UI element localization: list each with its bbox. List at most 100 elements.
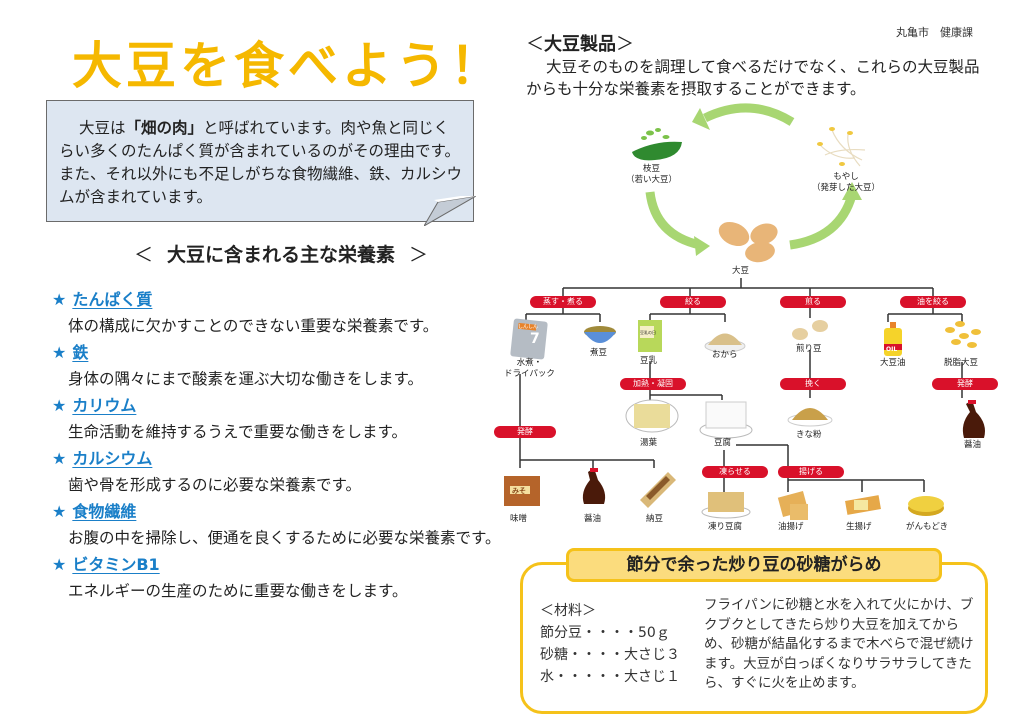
ingredient-name: 水 — [540, 669, 554, 685]
nutrient-name: ビタミンB1 — [72, 555, 160, 574]
roasted-beans-icon — [792, 320, 828, 340]
intro-highlight: 「畑の肉」 — [125, 119, 204, 137]
nutrient-name: カリウム — [72, 396, 137, 415]
ingredient-name: 節分豆 — [540, 625, 582, 641]
soybeans-icon — [718, 221, 778, 263]
products-heading: ＜大豆製品＞ — [526, 30, 634, 56]
arrow-edamame-to-soybean — [645, 191, 702, 250]
arrowhead-icon — [694, 236, 710, 256]
moyashi-label: もやし（発芽した大豆） — [812, 172, 880, 194]
nutrient-name: カルシウム — [72, 449, 153, 468]
dry-pack-number: 7 — [530, 331, 540, 347]
kinako-label: きな粉 — [796, 430, 822, 440]
ingredient-dots: ・・・・ — [582, 625, 638, 641]
nimame-label: 煮豆 — [590, 348, 608, 358]
moyashi-note: （発芽した大豆） — [812, 183, 881, 193]
page-title: 大豆を食べよう！ — [72, 37, 504, 95]
okara-icon — [704, 333, 746, 353]
soy-sauce-bottle-icon — [962, 400, 985, 438]
roasted-beans-label: 煎り豆 — [796, 344, 822, 354]
ingredient-dots: ・・・・・ — [554, 669, 624, 685]
soy-oil-label: 大豆油 — [880, 358, 906, 368]
heading-bracket-open: ＜ — [526, 34, 544, 55]
yuba-icon — [625, 399, 679, 433]
heading-bracket-open: ＜ — [134, 244, 154, 266]
heading-bracket-close: ＞ — [409, 244, 429, 266]
ingredient-row: 砂糖・・・・大さじ３ — [540, 644, 680, 666]
tofu-icon — [699, 401, 753, 439]
ingredient-amount: 50ｇ — [638, 625, 670, 641]
intro-box: 大豆は「畑の肉」と呼ばれています。肉や魚と同じくらい多くのたんぱく質が含まれてい… — [46, 100, 474, 222]
edamame-icon — [632, 128, 682, 161]
soy-products-diagram: 枝豆（若い大豆） もやし（発芽した大豆） 大豆 蒸す・煮る 絞る 煎る 油を絞る… — [490, 100, 1020, 540]
arrowhead-icon — [842, 182, 862, 200]
ingredient-dots: ・・・・ — [568, 647, 624, 663]
nutrient-desc: 歯や骨を形成するのに必要な栄養素です。 — [68, 476, 361, 494]
process-steam-boil: 蒸す・煮る — [530, 296, 596, 308]
ingredient-row: 節分豆・・・・50ｇ — [540, 622, 680, 644]
diagram-graphics — [504, 103, 985, 520]
dry-pack-label: 水煮・ドライパック — [504, 358, 555, 380]
defatted-soy-label: 脱脂大豆 — [944, 358, 979, 368]
soy-sauce-right-label: 醤油 — [964, 440, 982, 450]
dry-pack-line1: 水煮・ — [516, 358, 543, 368]
kinako-icon — [787, 408, 833, 427]
nutrient-desc: エネルギーの生産のために重要な働きをします。 — [68, 582, 408, 600]
process-heat-coagulate: 加熱・凝固 — [620, 378, 686, 390]
edamame-name: 枝豆 — [643, 164, 661, 174]
star-icon: ★ — [52, 449, 67, 468]
edamame-label: 枝豆（若い大豆） — [626, 164, 677, 186]
process-grind: 挽く — [780, 378, 846, 390]
edamame-note: （若い大豆） — [626, 175, 678, 185]
nutrient-item-fiber: ★ 食物繊維 お腹の中を掃除し、便通を良くするために必要な栄養素です。 — [52, 500, 512, 553]
ingredient-name: 砂糖 — [540, 647, 568, 663]
nutrient-desc: 身体の隅々にまで酸素を運ぶ大切な働きをします。 — [68, 370, 423, 388]
intro-text-after: と呼ばれています。肉や魚と同じくらい多くのたんぱく質が含まれているのがその理由で… — [59, 119, 463, 206]
dry-pack-icon — [510, 318, 548, 360]
products-description: 大豆そのものを調理して食べるだけでなく、これらの大豆製品からも十分な栄養素を摂取… — [526, 56, 990, 100]
ingredient-amount: 大さじ３ — [624, 647, 680, 663]
nutrient-name: たんぱく質 — [72, 290, 153, 309]
ganmodoki-icon — [908, 496, 944, 516]
soy-sauce-left-label: 醤油 — [584, 514, 602, 524]
star-icon: ★ — [52, 290, 67, 309]
miso-tag: みそ — [512, 487, 526, 495]
namaage-icon — [845, 495, 881, 515]
process-squeeze: 絞る — [660, 296, 726, 308]
nutrients-heading: ＜ 大豆に含まれる主な栄養素 ＞ — [120, 240, 442, 267]
recipe-box — [520, 562, 988, 714]
nimame-bowl-icon — [584, 326, 616, 343]
moyashi-name: もやし — [833, 172, 859, 182]
koya-tofu-label: 凍り豆腐 — [708, 522, 743, 532]
recipe-title: 節分で余った炒り豆の砂糖がらめ — [566, 548, 942, 582]
arrow-soybean-to-moyashi — [789, 193, 857, 250]
nutrient-desc: お腹の中を掃除し、便通を良くするために必要な栄養素です。 — [68, 529, 501, 547]
nutrient-name: 食物繊維 — [72, 502, 137, 521]
nutrient-item-calcium: ★ カルシウム 歯や骨を形成するのに必要な栄養素です。 — [52, 447, 512, 500]
ingredient-row: 水・・・・・大さじ１ — [540, 666, 680, 688]
page-curl-decoration — [424, 196, 476, 226]
bean-sprouts-icon — [819, 129, 866, 167]
process-ferment-right: 発酵 — [932, 378, 998, 390]
dry-pack-line2: ドライパック — [504, 369, 555, 379]
ingredient-amount: 大さじ１ — [624, 669, 680, 685]
tree-lines — [519, 278, 963, 492]
nutrient-item-iron: ★鉄 身体の隅々にまで酸素を運ぶ大切な働きをします。 — [52, 341, 512, 394]
miso-container-icon — [504, 476, 540, 506]
recipe-method: フライパンに砂糖と水を入れて火にかけ、ブクブクとしてきたら炒り大豆を加えてからめ… — [704, 597, 974, 691]
aburaage-icon — [777, 490, 809, 520]
star-icon: ★ — [52, 502, 67, 521]
star-icon: ★ — [52, 396, 67, 415]
nutrients-heading-text: 大豆に含まれる主な栄養素 — [167, 244, 396, 266]
nutrient-desc: 体の構成に欠かすことのできない重要な栄養素です。 — [68, 317, 439, 335]
soybean-label: 大豆 — [732, 266, 750, 276]
process-extract-oil: 油を絞る — [900, 296, 966, 308]
arrow-moyashi-to-edamame — [703, 103, 795, 126]
process-ferment-left: 発酵 — [494, 426, 556, 438]
yuba-label: 湯葉 — [640, 438, 658, 448]
arrowheads — [692, 108, 862, 256]
soymilk-tag: 豆乳の日 — [640, 330, 656, 335]
nutrient-item-vitamin-b1: ★ビタミンB1 エネルギーの生産のために重要な働きをします。 — [52, 553, 512, 606]
intro-text-before: 大豆は — [79, 119, 126, 137]
product-icons — [504, 318, 985, 520]
